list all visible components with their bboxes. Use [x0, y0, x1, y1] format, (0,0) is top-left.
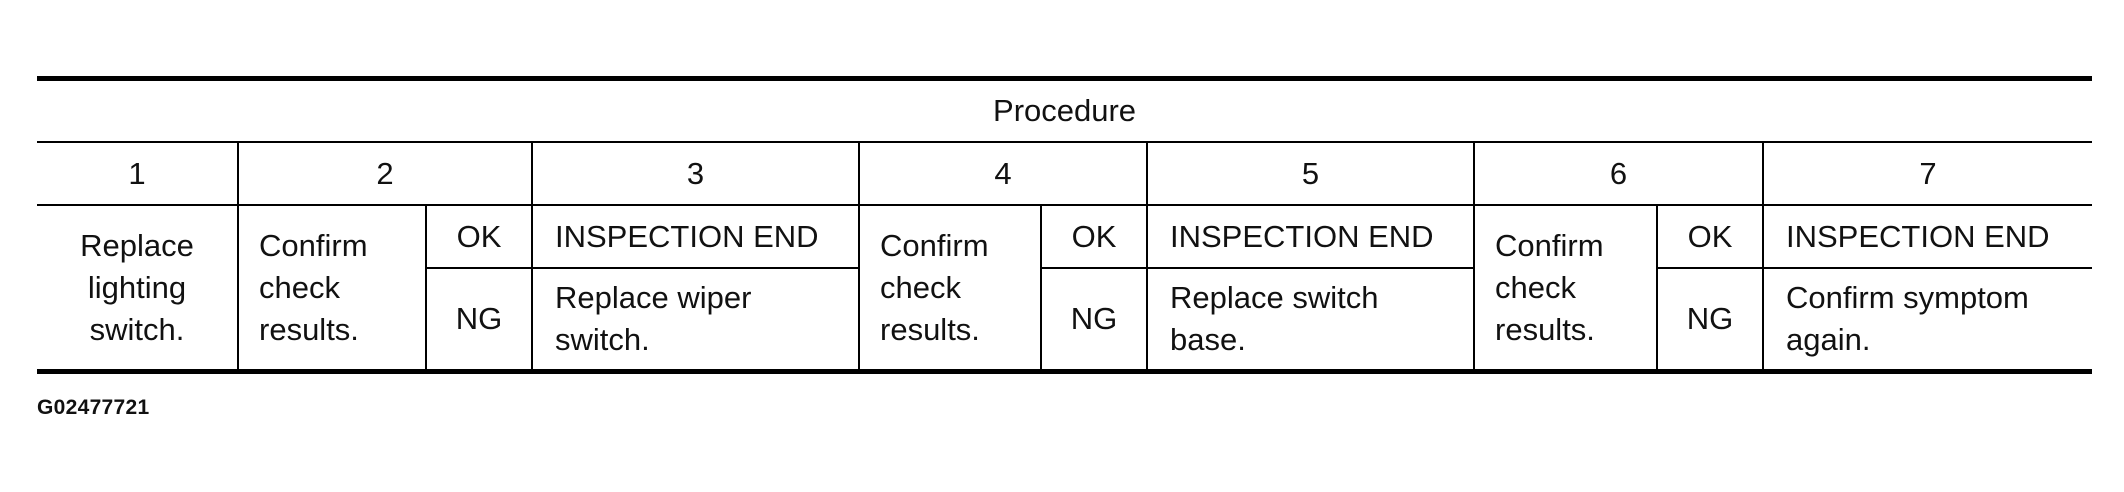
- step-1-action: Replace lighting switch.: [37, 204, 239, 373]
- step-2-confirm: Confirm check results.: [237, 204, 427, 373]
- ng-action-line: switch.: [555, 322, 650, 357]
- step-5-ng-action: Replace switch base.: [1146, 267, 1475, 372]
- confirm-line: check: [1495, 269, 1576, 305]
- step-6-confirm: Confirm check results.: [1473, 204, 1658, 373]
- confirm-line: Confirm: [1495, 227, 1604, 263]
- step-4-ok-label: OK: [1040, 204, 1148, 269]
- image-id: G02477721: [37, 396, 150, 419]
- procedure-header: Procedure: [37, 78, 2093, 143]
- step-5-number: 5: [1146, 141, 1475, 206]
- confirm-line: Confirm: [259, 227, 368, 263]
- step-4-number: 4: [858, 141, 1148, 206]
- confirm-line: check: [880, 269, 961, 305]
- step-7-number: 7: [1761, 141, 2093, 206]
- step-1-action-line: Replace: [80, 227, 194, 263]
- ng-action-line: Replace wiper: [555, 280, 752, 315]
- step-6-ok-label: OK: [1656, 204, 1764, 269]
- confirm-line: results.: [1495, 311, 1595, 347]
- step-5-inspection-end: INSPECTION END: [1146, 204, 1475, 269]
- ng-action-line: Confirm symptom: [1786, 280, 2029, 315]
- step-2-number: 2: [237, 141, 533, 206]
- step-3-number: 3: [531, 141, 860, 206]
- step-2-ok-label: OK: [425, 204, 533, 269]
- step-4-confirm: Confirm check results.: [858, 204, 1042, 373]
- step-7-inspection-end: INSPECTION END: [1761, 204, 2093, 269]
- step-1-action-line: lighting: [87, 269, 187, 305]
- ng-action-line: base.: [1170, 322, 1246, 357]
- confirm-line: results.: [259, 311, 359, 347]
- step-6-number: 6: [1473, 141, 1764, 206]
- ng-action-line: again.: [1786, 322, 1871, 357]
- step-6-ng-label: NG: [1656, 267, 1764, 372]
- step-1-action-line: switch.: [89, 311, 185, 347]
- confirm-line: Confirm: [880, 227, 989, 263]
- step-3-ng-action: Replace wiper switch.: [531, 267, 860, 372]
- step-1-number: 1: [37, 141, 239, 206]
- step-2-ng-label: NG: [426, 267, 533, 372]
- ng-action-line: Replace switch: [1170, 280, 1379, 315]
- procedure-table: Procedure 1 2 3 4 5 6 7 Replace lighting…: [37, 76, 2093, 374]
- confirm-line: results.: [880, 311, 980, 347]
- step-4-ng-label: NG: [1040, 267, 1148, 372]
- step-3-inspection-end: INSPECTION END: [531, 204, 860, 269]
- step-7-ng-action: Confirm symptom again.: [1761, 267, 2093, 372]
- confirm-line: check: [259, 269, 340, 305]
